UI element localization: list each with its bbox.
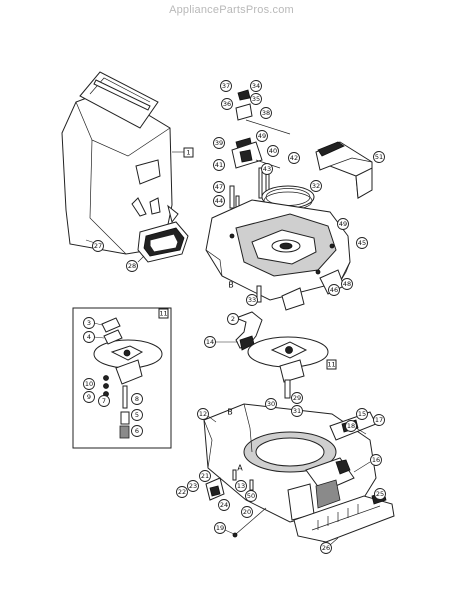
section-letter-b-top: B (228, 281, 234, 290)
callout-38: 38 (262, 109, 270, 117)
callout-46: 46 (330, 286, 338, 294)
watermark-text: AppliancePartsPros.com (169, 4, 294, 16)
callout-4: 4 (87, 333, 91, 341)
callout-50: 50 (247, 492, 255, 500)
callout-2: 2 (231, 315, 235, 323)
blade-assembly (247, 336, 329, 399)
callout-34: 34 (252, 82, 260, 90)
callout-14: 14 (206, 338, 214, 346)
switch-hardware (205, 469, 267, 538)
callout-49-right: 49 (339, 220, 347, 228)
callout-37: 37 (222, 82, 230, 90)
callout-bubbles: 27 28 37 34 35 36 38 49 39 40 42 41 43 5… (83, 80, 386, 554)
callout-17: 17 (375, 416, 383, 424)
callout-42: 42 (290, 154, 298, 162)
callout-32: 32 (312, 182, 320, 190)
callout-51: 51 (375, 153, 383, 161)
callout-33: 33 (248, 296, 256, 304)
callout-22: 22 (178, 488, 186, 496)
callout-20: 20 (243, 508, 251, 516)
handle-bracket (234, 285, 263, 351)
callout-39: 39 (215, 139, 223, 147)
section-letter-b-bottom: B (227, 408, 233, 417)
callout-26: 26 (322, 544, 330, 552)
callout-9: 9 (87, 393, 91, 401)
callout-3: 3 (87, 319, 91, 327)
rear-skid (293, 491, 395, 543)
callout-49-upper: 49 (258, 132, 266, 140)
callout-36: 36 (223, 100, 231, 108)
callout-43: 43 (263, 165, 271, 173)
mower-deck (205, 199, 351, 311)
callout-11-blade: 11 (327, 361, 335, 369)
callout-11-inset: 11 (159, 310, 167, 318)
callout-6: 6 (135, 427, 139, 435)
callout-44: 44 (215, 197, 223, 205)
callout-12: 12 (199, 410, 207, 418)
callout-13: 13 (237, 482, 245, 490)
callout-21: 21 (201, 472, 209, 480)
callout-30: 30 (267, 400, 275, 408)
callout-45: 45 (358, 239, 366, 247)
callout-47: 47 (215, 183, 223, 191)
callout-5: 5 (135, 411, 139, 419)
section-letter-a: A (237, 464, 243, 473)
callout-10: 10 (85, 380, 93, 388)
callout-31: 31 (293, 407, 301, 415)
callout-19: 19 (216, 524, 224, 532)
callout-box-1 (183, 147, 194, 158)
discharge-chute (315, 141, 373, 199)
callout-box-11 (326, 359, 337, 370)
callout-7: 7 (102, 397, 106, 405)
callout-35: 35 (252, 95, 260, 103)
callout-23: 23 (189, 482, 197, 490)
callout-40: 40 (269, 147, 277, 155)
callout-16: 16 (372, 456, 380, 464)
callout-15: 15 (358, 410, 366, 418)
callout-27: 27 (94, 242, 102, 250)
callout-1: 1 (186, 149, 190, 157)
grass-bag (61, 71, 189, 263)
inset-box (72, 307, 172, 449)
callout-18: 18 (347, 422, 355, 430)
callout-8: 8 (135, 395, 139, 403)
callout-25: 25 (376, 490, 384, 498)
callout-41: 41 (215, 161, 223, 169)
callout-29: 29 (293, 394, 301, 402)
callout-28: 28 (128, 262, 136, 270)
callout-24: 24 (220, 501, 228, 509)
callout-48-upper: 48 (343, 280, 351, 288)
